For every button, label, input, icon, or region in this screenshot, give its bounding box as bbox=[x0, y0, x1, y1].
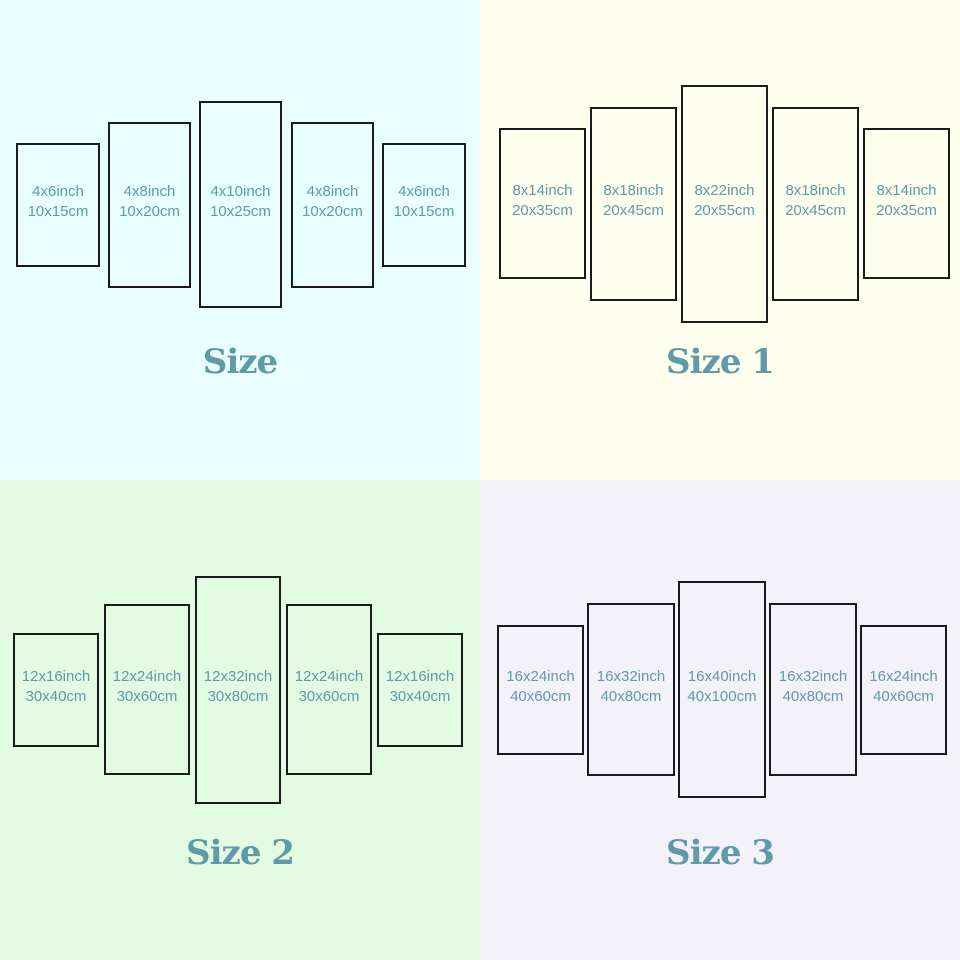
size-label: Size bbox=[202, 342, 278, 382]
panel-inch-size: 16x24inch bbox=[506, 668, 575, 685]
canvas-panel: 16x32inch 40x80cm bbox=[769, 603, 857, 776]
canvas-panel: 8x14inch 20x35cm bbox=[863, 128, 950, 279]
size-option-quadrant: 16x24inch 40x60cm 16x32inch 40x80cm 16x4… bbox=[480, 480, 960, 960]
panel-cm-size: 40x100cm bbox=[687, 687, 757, 705]
size-option-quadrant: 4x6inch 10x15cm 4x8inch 10x20cm 4x10inch… bbox=[0, 0, 480, 480]
panel-inch-size: 4x8inch bbox=[306, 183, 359, 200]
canvas-panel: 16x24inch 40x60cm bbox=[860, 625, 947, 755]
panel-cm-size: 30x60cm bbox=[116, 687, 178, 705]
panel-inch-size: 16x24inch bbox=[869, 668, 938, 685]
panel-cm-size: 10x15cm bbox=[393, 203, 455, 220]
canvas-panel: 8x22inch 20x55cm bbox=[681, 85, 768, 323]
panel-cm-size: 10x20cm bbox=[119, 203, 180, 220]
panel-cm-size: 20x45cm bbox=[603, 202, 664, 219]
size-label: Size 2 bbox=[186, 833, 295, 873]
canvas-panel: 4x6inch 10x15cm bbox=[382, 143, 466, 267]
panel-inch-size: 16x40inch bbox=[687, 667, 757, 685]
size-option-quadrant: 12x16inch 30x40cm 12x24inch 30x60cm 12x3… bbox=[0, 480, 480, 960]
panel-inch-size: 4x8inch bbox=[123, 183, 176, 200]
canvas-panel: 12x16inch 30x40cm bbox=[13, 633, 99, 747]
canvas-panel: 16x24inch 40x60cm bbox=[497, 625, 584, 755]
canvas-panel: 12x24inch 30x60cm bbox=[104, 604, 190, 775]
panel-cm-size: 30x60cm bbox=[298, 687, 360, 705]
panel-inch-size: 8x14inch bbox=[512, 181, 573, 199]
panel-cm-size: 10x25cm bbox=[210, 202, 271, 220]
canvas-panel: 8x18inch 20x45cm bbox=[772, 107, 859, 301]
panel-inch-size: 12x16inch bbox=[385, 668, 455, 685]
panel-inch-size: 8x18inch bbox=[785, 182, 846, 199]
panel-cm-size: 40x60cm bbox=[510, 688, 571, 705]
size-option-quadrant: 8x14inch 20x35cm 8x18inch 20x45cm 8x22in… bbox=[480, 0, 960, 480]
panel-cm-size: 10x15cm bbox=[27, 203, 89, 220]
panel-cm-size: 40x80cm bbox=[782, 687, 844, 705]
canvas-panel: 4x6inch 10x15cm bbox=[16, 143, 100, 267]
panel-inch-size: 4x6inch bbox=[398, 183, 450, 200]
panel-inch-size: 8x14inch bbox=[876, 181, 937, 199]
panel-inch-size: 12x16inch bbox=[21, 668, 91, 685]
size-label: Size 1 bbox=[666, 342, 775, 382]
canvas-panel: 8x14inch 20x35cm bbox=[499, 128, 586, 279]
canvas-panel: 12x32inch 30x80cm bbox=[195, 576, 281, 804]
panel-inch-size: 12x32inch bbox=[203, 668, 273, 685]
panel-cm-size: 10x20cm bbox=[302, 203, 363, 220]
panel-inch-size: 16x32inch bbox=[778, 667, 848, 685]
canvas-panel: 12x24inch 30x60cm bbox=[286, 604, 372, 775]
panel-cm-size: 40x80cm bbox=[600, 687, 662, 705]
panel-cm-size: 30x80cm bbox=[207, 688, 269, 705]
canvas-panel: 12x16inch 30x40cm bbox=[377, 633, 463, 747]
panel-inch-size: 16x32inch bbox=[596, 667, 666, 685]
panel-cm-size: 20x45cm bbox=[785, 202, 846, 219]
canvas-panel: 16x40inch 40x100cm bbox=[678, 581, 766, 798]
panel-cm-size: 30x40cm bbox=[25, 688, 87, 705]
panel-cm-size: 30x40cm bbox=[389, 688, 451, 705]
panel-cm-size: 20x55cm bbox=[694, 202, 755, 219]
panel-cm-size: 40x60cm bbox=[873, 688, 934, 705]
panel-inch-size: 4x6inch bbox=[32, 183, 84, 200]
canvas-panel: 8x18inch 20x45cm bbox=[590, 107, 677, 301]
canvas-panel: 4x8inch 10x20cm bbox=[291, 122, 374, 288]
panel-inch-size: 12x24inch bbox=[294, 667, 364, 685]
canvas-panel: 4x10inch 10x25cm bbox=[199, 101, 282, 308]
panel-inch-size: 8x22inch bbox=[694, 182, 755, 199]
canvas-panel: 4x8inch 10x20cm bbox=[108, 122, 191, 288]
panel-cm-size: 20x35cm bbox=[876, 201, 937, 219]
panel-cm-size: 20x35cm bbox=[512, 201, 573, 219]
canvas-panel: 16x32inch 40x80cm bbox=[587, 603, 675, 776]
panel-inch-size: 8x18inch bbox=[603, 182, 664, 199]
panel-inch-size: 4x10inch bbox=[210, 182, 271, 200]
size-label: Size 3 bbox=[666, 833, 775, 873]
panel-inch-size: 12x24inch bbox=[112, 667, 182, 685]
